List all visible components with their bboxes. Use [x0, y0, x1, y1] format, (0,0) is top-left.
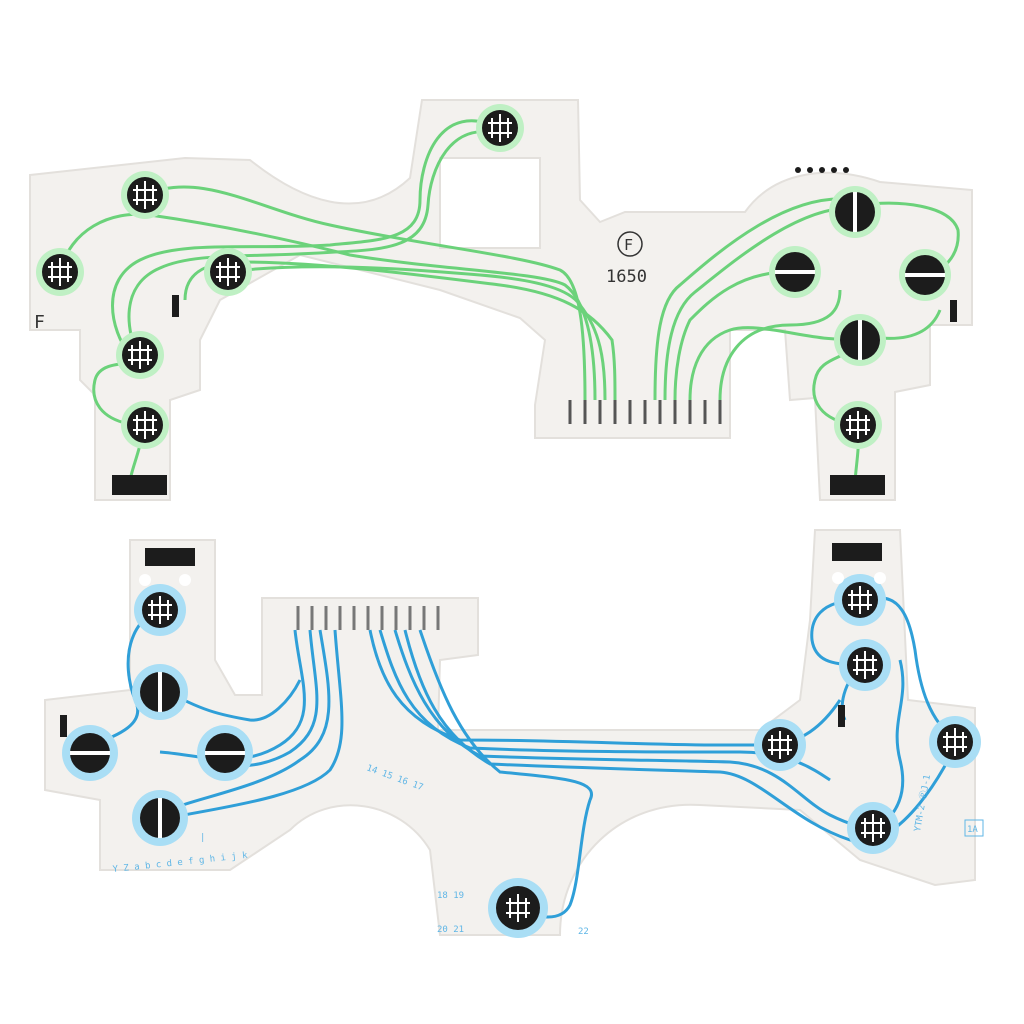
- contact-pad: [842, 582, 878, 618]
- pin-label-18-19: 18 19: [437, 891, 464, 901]
- tick-marking: |: [200, 833, 205, 843]
- small-contact: [172, 295, 179, 317]
- top-ribbon-cutout: [439, 157, 541, 249]
- bottom-membrane-ribbon: 14 15 16 17 18 19 20 21 22 Y Z a b c d e…: [44, 529, 984, 938]
- contact-pad: [482, 110, 518, 146]
- contact-pad: [122, 337, 158, 373]
- contact-pad: [127, 407, 163, 443]
- contact-pad: [835, 192, 875, 232]
- mount-hole: [832, 572, 844, 584]
- contact-pad: [205, 733, 245, 773]
- top-logo-letter: F: [624, 236, 633, 254]
- contact-pad: [855, 810, 891, 846]
- small-contact: [950, 300, 957, 322]
- pin-label-20-21: 20 21: [437, 925, 464, 935]
- contact-pad: [140, 798, 180, 838]
- contact-pad: [840, 407, 876, 443]
- right-shoulder-pad: [830, 475, 885, 495]
- mount-hole: [139, 574, 151, 586]
- contact-pad: [496, 886, 540, 930]
- contact-pad: [127, 177, 163, 213]
- contact-pad: [210, 254, 246, 290]
- indicator-dots: [795, 167, 849, 173]
- small-contact: [838, 705, 845, 727]
- contact-pad: [840, 320, 880, 360]
- top-connector-pins: [568, 400, 722, 424]
- top-ribbon-film: [29, 99, 973, 501]
- contact-pad: [937, 724, 973, 760]
- contact-pad: [142, 592, 178, 628]
- top-code-text: 1650: [606, 267, 647, 287]
- right-shoulder-pad: [832, 543, 882, 561]
- contact-pad: [762, 727, 798, 763]
- contact-pad: [847, 647, 883, 683]
- small-contact: [60, 715, 67, 737]
- bottom-connector-pins: [296, 606, 440, 630]
- top-membrane-ribbon: F F 1650: [29, 99, 973, 501]
- model-box: [964, 819, 984, 837]
- top-logo-circle: [617, 231, 643, 257]
- model-box-text: 1A: [967, 825, 978, 835]
- green-button-contacts: [42, 110, 945, 443]
- bottom-ribbon-film: [44, 529, 976, 936]
- contact-pad: [905, 255, 945, 295]
- mount-hole: [874, 572, 886, 584]
- contact-pad: [70, 733, 110, 773]
- blue-button-contacts: [70, 582, 973, 930]
- top-marking-f: F: [34, 312, 45, 333]
- left-shoulder-pad: [145, 548, 195, 566]
- pin-label-22: 22: [578, 927, 589, 937]
- left-shoulder-pad: [112, 475, 167, 495]
- contact-pad: [42, 254, 78, 290]
- mount-hole: [179, 574, 191, 586]
- contact-pad: [775, 252, 815, 292]
- contact-pad: [140, 672, 180, 712]
